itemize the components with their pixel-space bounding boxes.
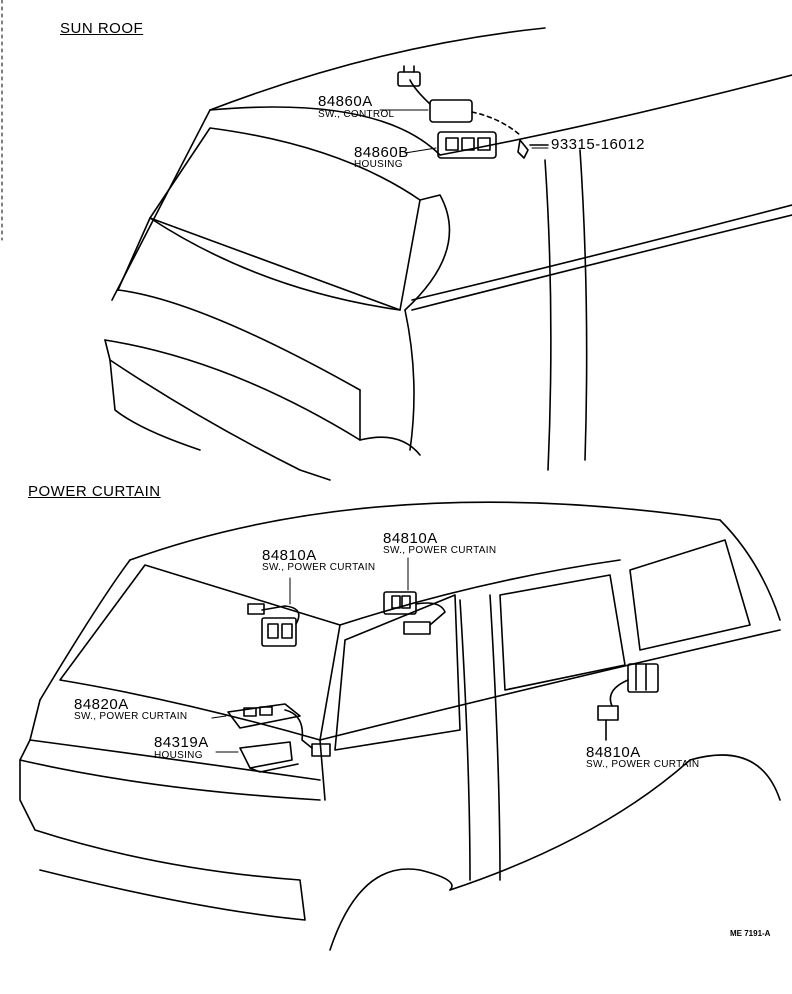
part-number: 84810A: [586, 744, 641, 761]
leader-lines: [211, 109, 549, 753]
part-number: 84810A: [262, 547, 317, 564]
part-number: 84810A: [383, 530, 438, 547]
part-number: 84860A: [318, 93, 373, 110]
section-title-power-curtain: POWER CURTAIN: [28, 483, 161, 500]
section-title-sun-roof: SUN ROOF: [60, 20, 144, 37]
part-description: SW., POWER CURTAIN: [586, 759, 700, 770]
figure-reference: ME 7191-A: [730, 929, 771, 938]
part-number: 84319A: [154, 734, 209, 751]
part-description: SW., POWER CURTAIN: [383, 545, 497, 556]
sunroof-van-drawing: [104, 27, 792, 481]
part-description: HOUSING: [154, 750, 203, 761]
power-curtain-van-drawing: [19, 501, 781, 951]
part-description: HOUSING: [354, 159, 403, 170]
part-number: 84860B: [354, 144, 409, 161]
part-description: SW., POWER CURTAIN: [262, 562, 376, 573]
part-description: SW., CONTROL: [318, 109, 395, 120]
part-number: 84820A: [74, 696, 129, 713]
part-description: SW., POWER CURTAIN: [74, 711, 188, 722]
part-number: 93315-16012: [551, 136, 645, 153]
